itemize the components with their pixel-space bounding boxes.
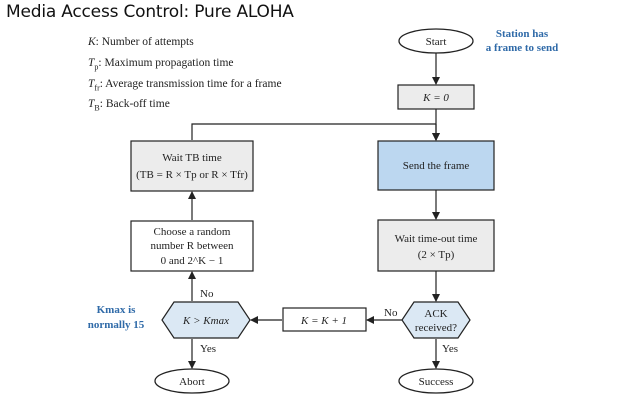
station-note-line2: a frame to send — [486, 42, 558, 54]
svg-text:Abort: Abort — [179, 376, 205, 388]
page-title: Media Access Control: Pure ALOHA — [6, 2, 294, 22]
ack-decision-node: ACK received? — [401, 301, 471, 339]
start-node: Start — [398, 28, 474, 54]
check-no-label: No — [200, 288, 214, 300]
svg-text:Success: Success — [419, 376, 454, 388]
connectors — [188, 53, 440, 369]
svg-text:Send the frame: Send the frame — [403, 160, 470, 172]
legend-item-propagation: Tp: Maximum propagation time — [88, 56, 234, 72]
ack-no-label: No — [384, 307, 398, 319]
legend-item-attempts: K: Number of attempts — [88, 36, 194, 48]
svg-text:number R between: number R between — [150, 240, 234, 252]
legend: K: Number of attempts Tp: Maximum propag… — [88, 34, 282, 117]
success-node: Success — [398, 368, 474, 394]
send-frame-node: Send the frame — [377, 140, 495, 191]
svg-text:(2 × Tp): (2 × Tp) — [418, 249, 455, 261]
station-note-line1: Station has — [496, 28, 549, 40]
kmax-decision-node: K > Kmax — [161, 301, 251, 339]
wait-timeout-node: Wait time-out time (2 × Tp) — [377, 219, 495, 272]
svg-text:ACK: ACK — [424, 308, 447, 320]
kmax-note-line1: Kmax is — [97, 304, 137, 316]
svg-text:K > Kmax: K > Kmax — [182, 315, 229, 327]
wait-backoff-node: Wait TB time (TB = R × Tp or R × Tfr) — [130, 140, 254, 192]
increment-node: K = K + 1 — [282, 307, 367, 332]
edge-wait-backoff-loop-to-send — [191, 123, 436, 140]
svg-text:received?: received? — [415, 322, 457, 334]
abort-node: Abort — [154, 368, 230, 394]
svg-text:0 and 2^K − 1: 0 and 2^K − 1 — [161, 255, 224, 267]
legend-item-backoff: TB: Back-off time — [88, 98, 170, 113]
svg-text:Wait TB time: Wait TB time — [162, 152, 222, 164]
svg-text:K = K + 1: K = K + 1 — [300, 315, 347, 327]
svg-text:(TB = R × Tp or R × Tfr): (TB = R × Tp or R × Tfr) — [136, 169, 248, 181]
svg-text:Choose a random: Choose a random — [154, 226, 231, 238]
choose-random-node: Choose a random number R between 0 and 2… — [130, 220, 254, 272]
ack-yes-label: Yes — [442, 343, 458, 355]
legend-item-transmission: Tfr: Average transmission time for a fra… — [88, 77, 282, 92]
kmax-note-line2: normally 15 — [88, 319, 145, 331]
k-init-node: K = 0 — [397, 84, 475, 110]
check-yes-label: Yes — [200, 343, 216, 355]
svg-text:K = 0: K = 0 — [422, 92, 449, 104]
svg-text:Start: Start — [426, 36, 447, 48]
svg-text:Wait time-out time: Wait time-out time — [395, 233, 478, 245]
